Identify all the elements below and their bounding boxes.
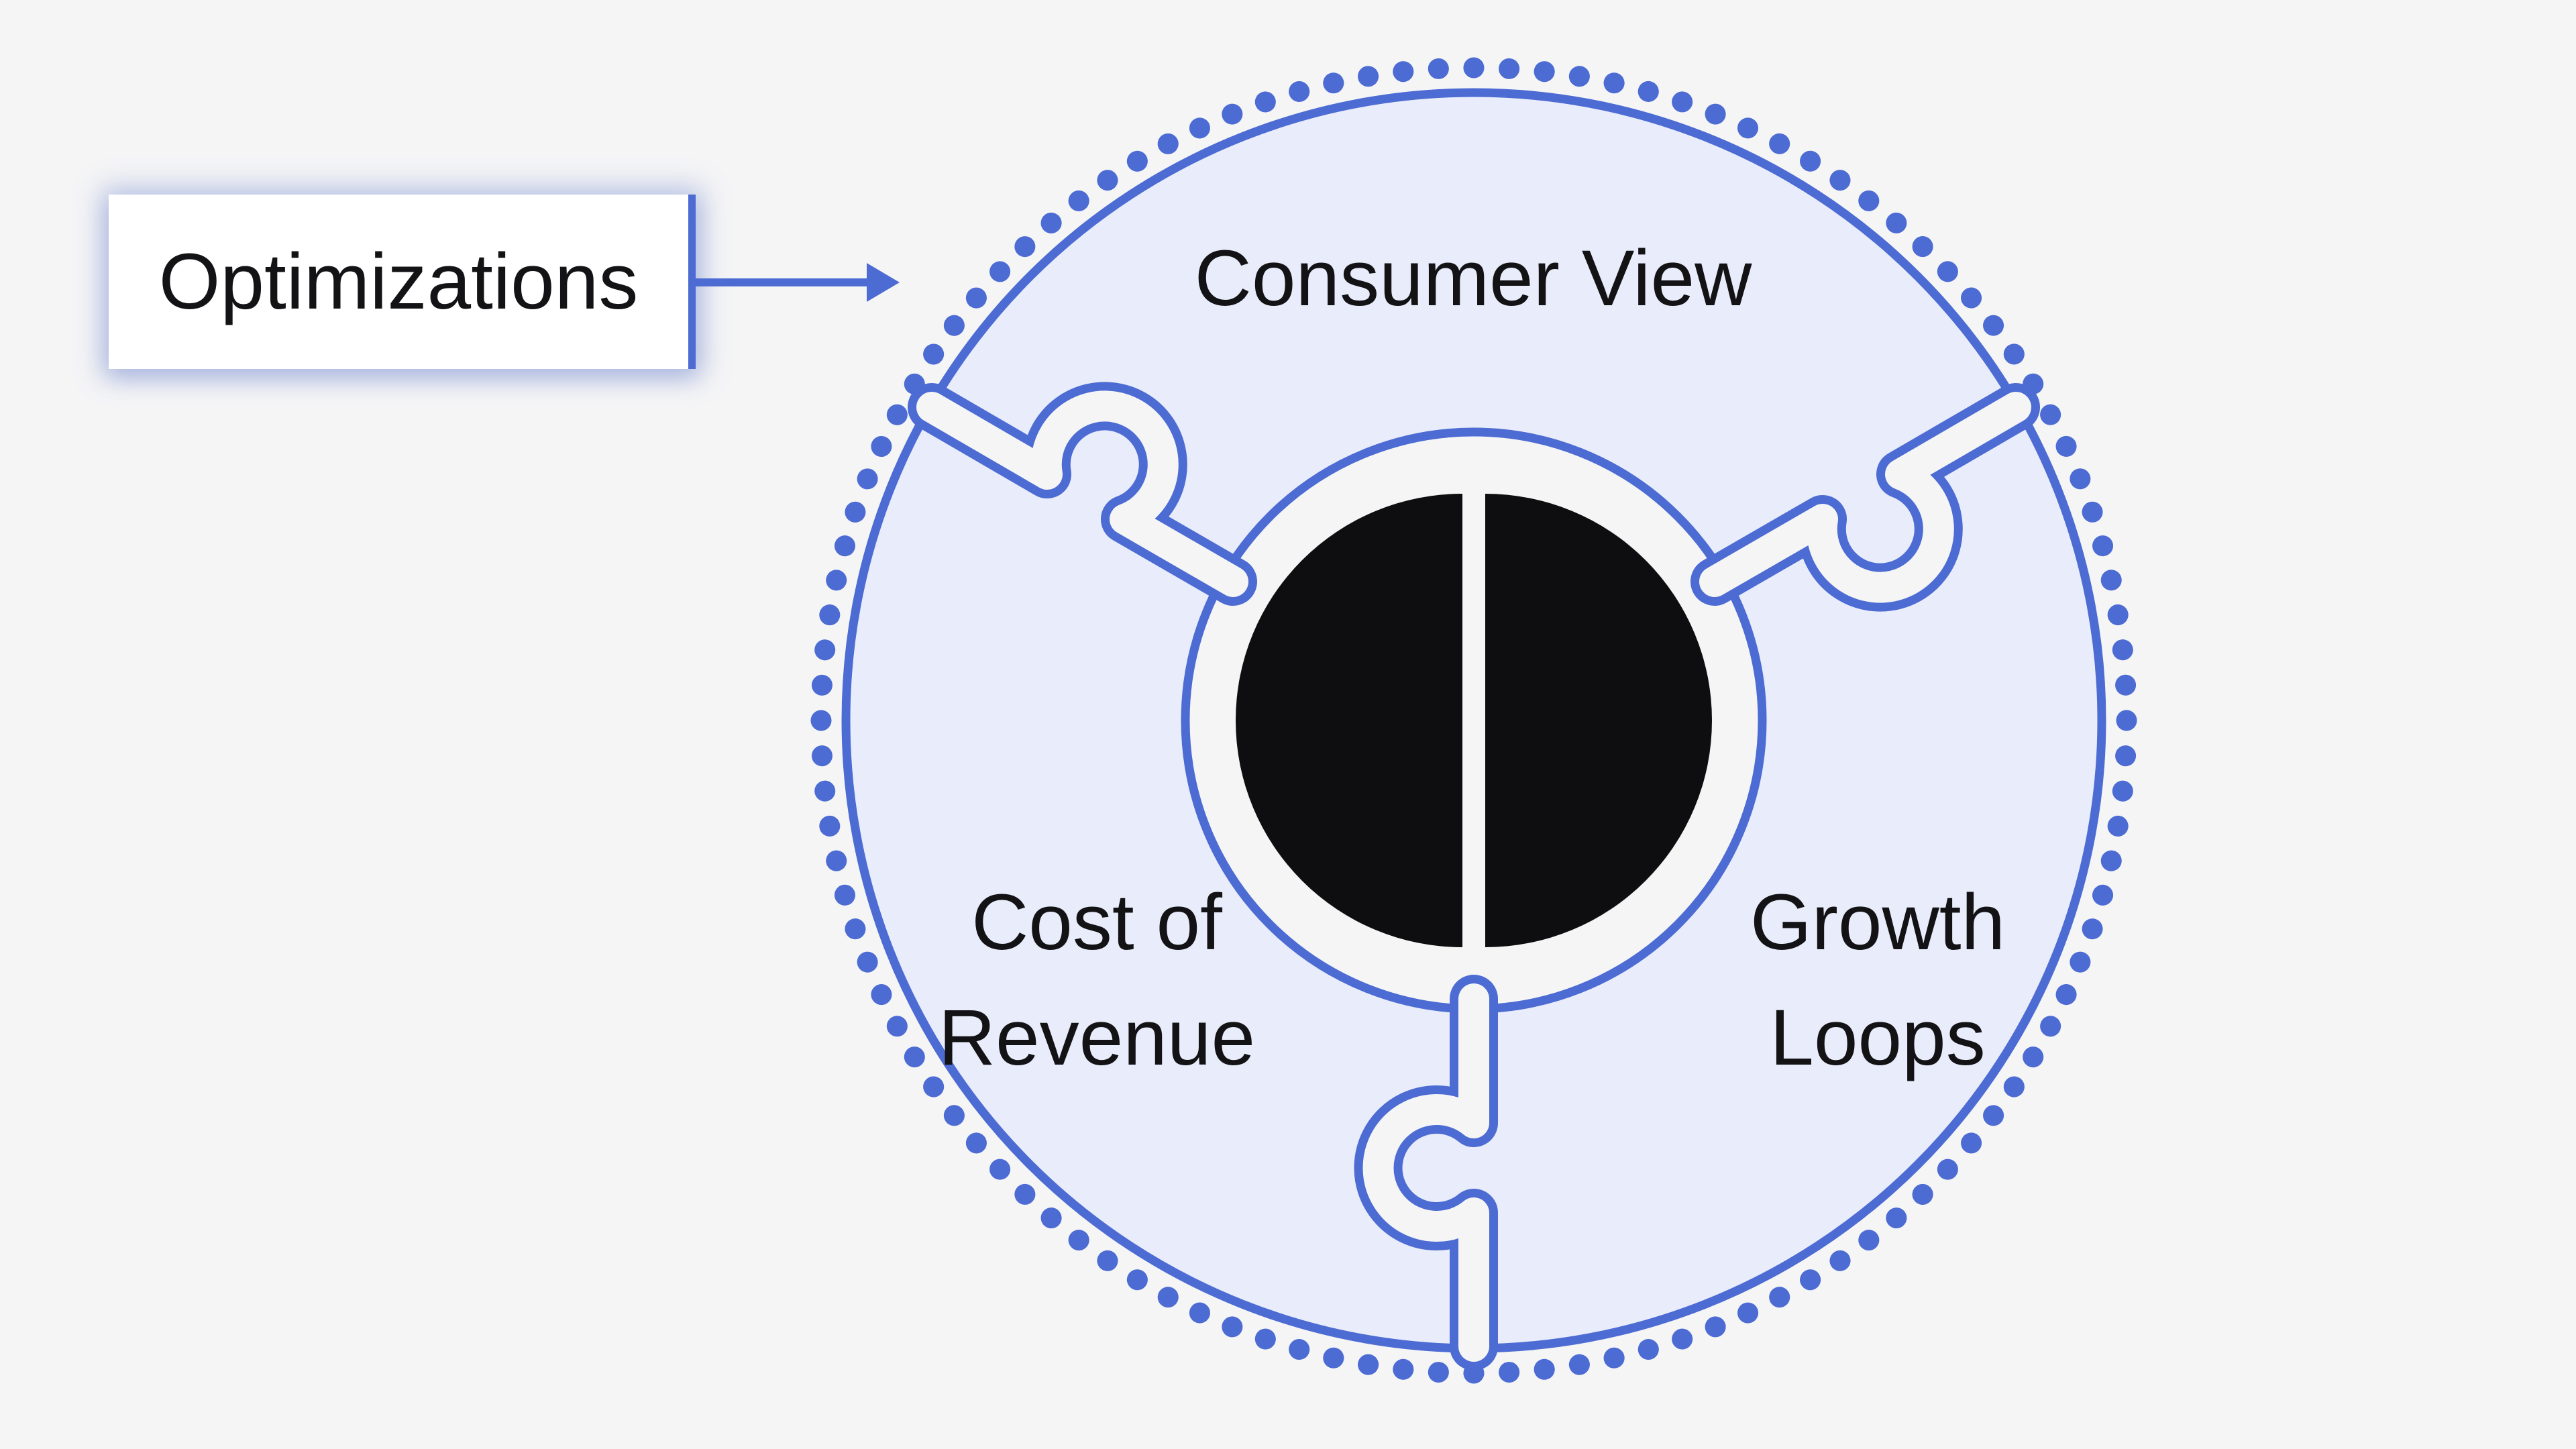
optimizations-label: Optimizations — [158, 237, 639, 326]
piece-label-consumer-view: Consumer View — [1195, 234, 1753, 323]
seam-bottom-channel — [1362, 983, 1489, 1362]
core-left-half — [1236, 494, 1462, 947]
puzzle-seams — [908, 382, 2040, 1371]
piece-label-growth-loops-line2: Loops — [1770, 994, 1986, 1082]
core-right-half — [1485, 494, 1712, 947]
piece-label-cost-of-revenue-line1: Cost of — [971, 878, 1222, 967]
optimizations-callout: Optimizations — [109, 195, 696, 369]
center-core — [1236, 494, 1712, 947]
callout-arrow-head-icon — [867, 263, 900, 302]
piece-label-cost-of-revenue-line2: Revenue — [938, 994, 1255, 1082]
seam-top-left-channel — [916, 390, 1248, 597]
callout-arrow — [695, 263, 900, 302]
piece-label-growth-loops-line1: Growth — [1750, 878, 2005, 967]
seam-top-right-channel — [1699, 392, 2031, 603]
outer-dotted-ring — [810, 57, 2137, 1384]
